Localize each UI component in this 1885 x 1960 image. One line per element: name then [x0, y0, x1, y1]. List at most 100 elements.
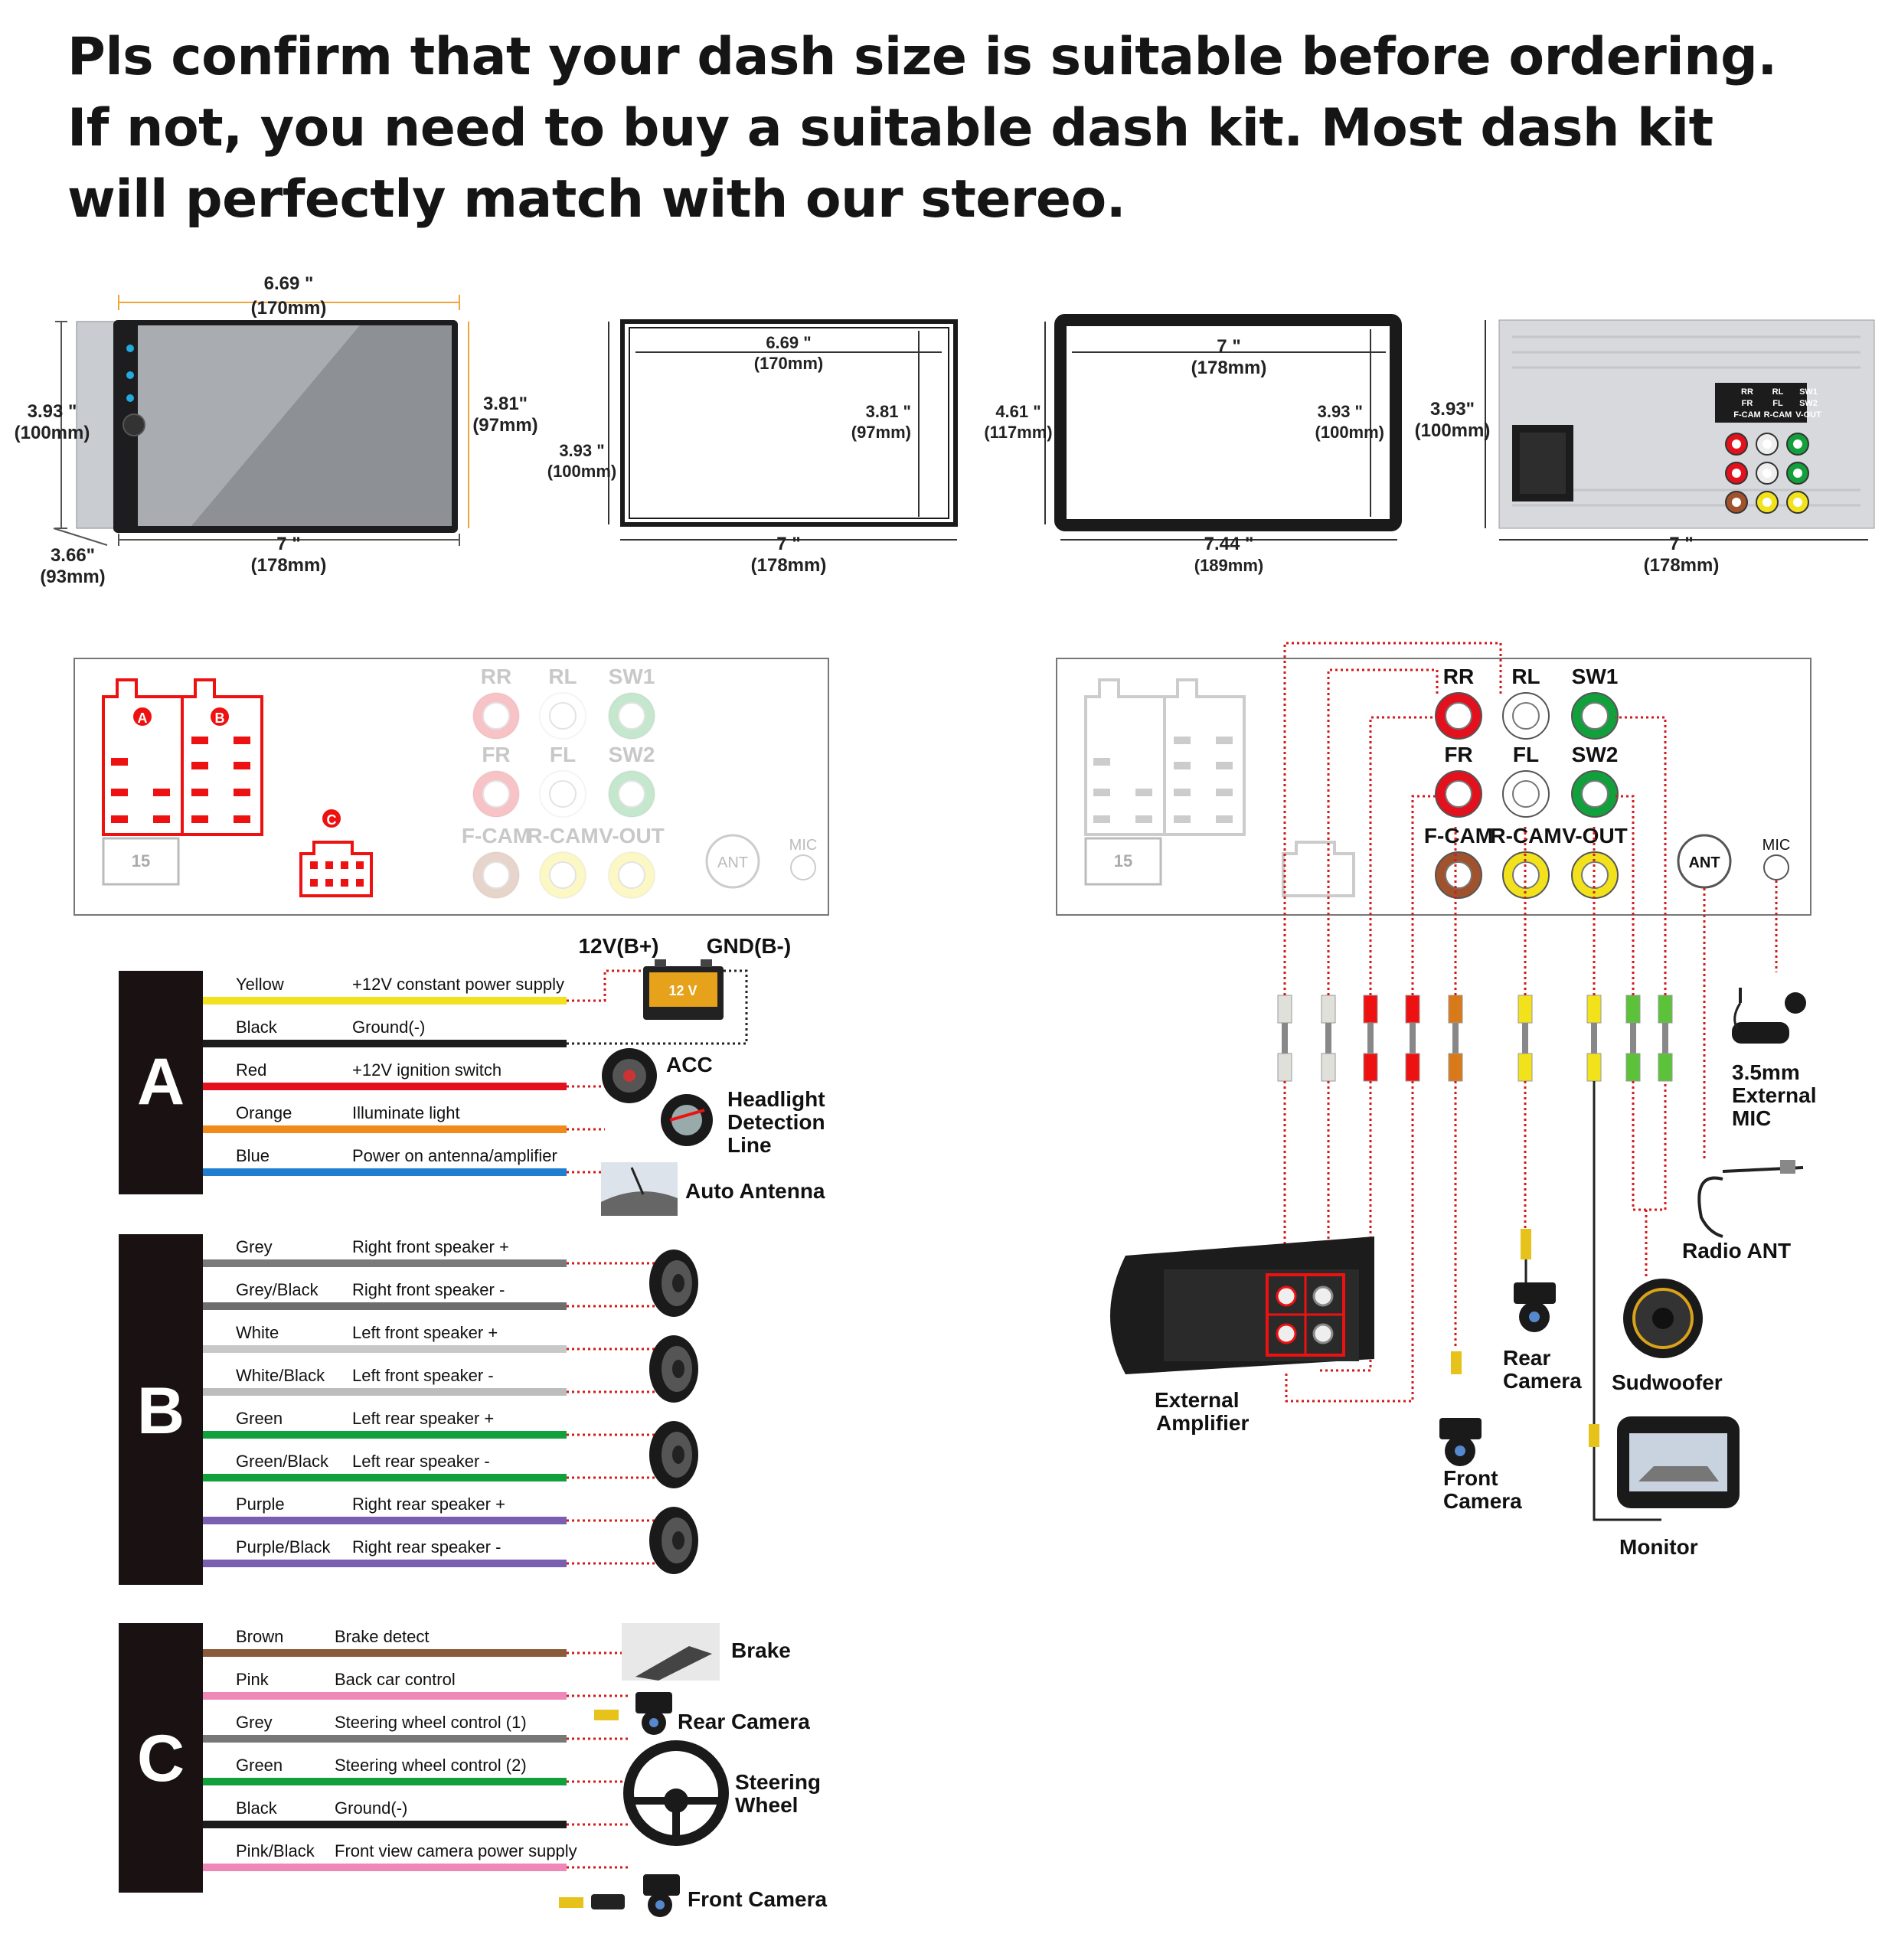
- front-camera-right-label-2: Camera: [1443, 1489, 1522, 1513]
- frame1-inner-w-mm: (170mm): [754, 354, 823, 373]
- plug-bottom-6: [1586, 1053, 1602, 1082]
- wires-a-color-1: Black: [236, 1018, 278, 1037]
- left-jack-inner-v-out: [618, 861, 645, 889]
- acc-icon: [602, 1048, 657, 1103]
- back-table-r-cam: R-CAM: [1764, 410, 1792, 420]
- stereo-screen-h-mm: (97mm): [472, 415, 537, 436]
- plug-cable-4: [1452, 1023, 1459, 1054]
- battery: 12 V: [643, 959, 724, 1020]
- wires-a-color-2: Red: [236, 1060, 266, 1080]
- back-table-fl: FL: [1772, 399, 1783, 408]
- right-connectors-faded: 15: [1084, 678, 1355, 897]
- right-jack-label-sw1: SW1: [1572, 665, 1619, 688]
- route-fr: [1411, 795, 1437, 995]
- wires-a-function-1: Ground(-): [352, 1018, 425, 1037]
- wires-b-color-2: White: [236, 1323, 279, 1342]
- right-jack-inner-sw2: [1581, 780, 1609, 808]
- right-jack-label-fr: FR: [1444, 743, 1472, 766]
- amplifier-label-1: External: [1155, 1388, 1240, 1412]
- rear-camera-right-label-1: Rear: [1503, 1346, 1550, 1370]
- wires-a-function-4: Power on antenna/amplifier: [352, 1146, 557, 1165]
- back-jack-inner-rl: [1762, 439, 1772, 449]
- wires-b-color-1: Grey/Black: [236, 1280, 319, 1299]
- back-table-v-out: V-OUT: [1795, 410, 1821, 420]
- left-jack-inner-sw1: [618, 702, 645, 730]
- harness-c-block: [119, 1623, 203, 1893]
- steering-label-1: Steering: [735, 1770, 821, 1794]
- front-camera-right-label-1: Front: [1443, 1466, 1498, 1490]
- left-jack-label-fl: FL: [550, 743, 576, 766]
- left-jack-inner-rr: [482, 702, 510, 730]
- mic-label-3: MIC: [1732, 1106, 1771, 1130]
- monitor-lead: [1593, 1447, 1661, 1521]
- right-jack-label-rr: RR: [1443, 665, 1474, 688]
- wires-c-color-4: Black: [236, 1798, 278, 1818]
- frame1-outer-h-in: 3.93 ": [559, 441, 604, 460]
- rear-camera-right-icon: [1514, 1282, 1556, 1332]
- right-jack-label-fl: FL: [1513, 743, 1539, 766]
- wires-c-function-4: Ground(-): [335, 1798, 407, 1818]
- right-jack-label-sw2: SW2: [1572, 743, 1619, 766]
- left-ant-label: ANT: [717, 854, 748, 871]
- stereo-back-view: [1485, 319, 1875, 541]
- plug-cable-6: [1591, 1023, 1597, 1054]
- external-mic-icon: [1732, 988, 1806, 1044]
- frame2-outer-w-mm: (189mm): [1194, 556, 1263, 575]
- plug-top-2: [1363, 995, 1378, 1024]
- frame2-outer-h-in: 4.61 ": [995, 402, 1041, 421]
- route-sw2: [1615, 795, 1635, 995]
- stereo-width-in: 6.69 ": [264, 273, 314, 294]
- amplifier-label-2: Amplifier: [1156, 1411, 1249, 1435]
- plug-top-7: [1625, 995, 1641, 1024]
- battery-negative-label: GND(B-): [707, 934, 791, 958]
- plug-cable-0: [1282, 1023, 1288, 1054]
- front-camera-c-icon: [559, 1874, 680, 1917]
- right-ant: ANT MIC: [1677, 834, 1790, 889]
- left-jack-inner-fl: [549, 780, 577, 808]
- wires-c-color-3: Green: [236, 1756, 283, 1775]
- frame1-outer-w-mm: (178mm): [751, 555, 827, 576]
- right-jack-inner-rl: [1512, 702, 1540, 730]
- back-table-rr: RR: [1741, 387, 1753, 397]
- left-jack-label-fr: FR: [482, 743, 510, 766]
- wires-b-function-3: Left front speaker -: [352, 1366, 494, 1385]
- headlight-icon: [661, 1094, 713, 1146]
- subwoofer-icon: [1623, 1279, 1703, 1358]
- wires-b-function-7: Right rear speaker -: [352, 1537, 501, 1557]
- back-jack-inner-fr: [1732, 469, 1741, 478]
- left-jack-inner-f-cam: [482, 861, 510, 889]
- back-jack-inner-sw2: [1793, 469, 1802, 478]
- steering-wheel-icon: [623, 1740, 729, 1846]
- monitor-plug: [1589, 1424, 1599, 1447]
- plug-cable-5: [1522, 1023, 1528, 1054]
- wires-b-function-2: Left front speaker +: [352, 1323, 498, 1342]
- dash-frame-2: [1044, 314, 1402, 541]
- wires-c-function-3: Steering wheel control (2): [335, 1756, 527, 1775]
- harness-b-letter: B: [137, 1374, 185, 1448]
- frame1-outer-w-in: 7 ": [776, 534, 800, 554]
- radio-ant-icon: [1697, 1160, 1804, 1238]
- right-jack-inner-fl: [1512, 780, 1540, 808]
- back-table-fr: FR: [1742, 399, 1753, 408]
- plug-bottom-0: [1277, 1053, 1292, 1082]
- back-jack-inner-fl: [1762, 469, 1772, 478]
- left-jack-label-sw2: SW2: [609, 743, 655, 766]
- connector-a: A B 15: [102, 678, 263, 886]
- monitor-icon: [1617, 1416, 1740, 1508]
- wires-b-color-0: Grey: [236, 1237, 273, 1256]
- harness-b-block: [119, 1234, 203, 1585]
- frame1-outer-h-mm: (100mm): [547, 462, 616, 481]
- speaker-cap-2: [672, 1446, 684, 1464]
- acc-label: ACC: [666, 1053, 713, 1076]
- rear-camera-right-label-2: Camera: [1503, 1369, 1582, 1393]
- right-jack-inner-sw1: [1581, 702, 1609, 730]
- subwoofer-label: Sudwoofer: [1612, 1370, 1723, 1394]
- speaker-cap-3: [672, 1531, 684, 1550]
- stereo-screen-h-in: 3.81": [483, 394, 528, 414]
- wires-c-color-2: Grey: [236, 1713, 273, 1732]
- back-jack-inner-v-out: [1793, 498, 1802, 507]
- plug-bottom-5: [1517, 1053, 1533, 1082]
